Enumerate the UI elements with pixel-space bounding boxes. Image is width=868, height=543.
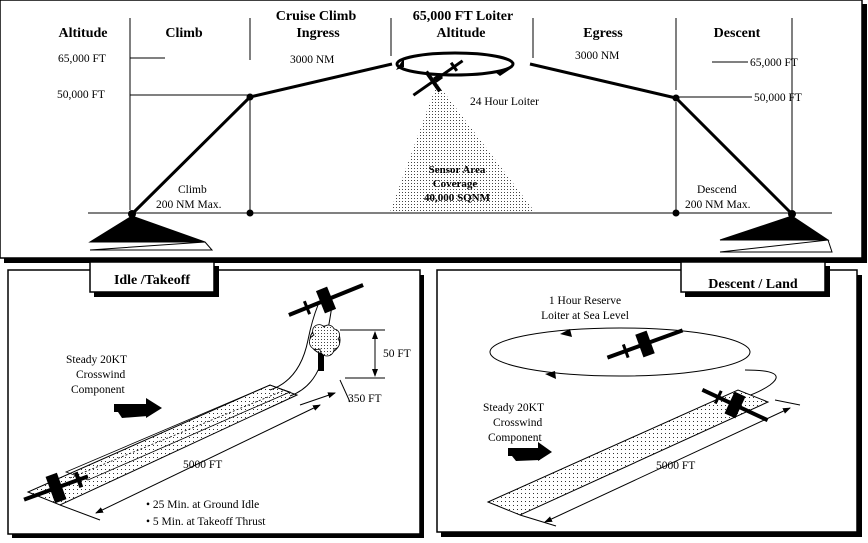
takeoff-note2: • 5 Min. at Takeoff Thrust xyxy=(146,516,266,528)
obstacle-distance: 350 FT xyxy=(348,393,382,405)
landing-wind-line3: Component xyxy=(488,432,542,444)
descend-label-line1: Descend xyxy=(697,184,737,196)
profile-panel: Altitude Climb Cruise Climb Ingress 65,0… xyxy=(0,0,867,263)
takeoff-callout xyxy=(88,215,206,243)
altitude-left-65k: 65,000 FT xyxy=(58,53,106,65)
phase-cruise-line1: Cruise Climb xyxy=(276,9,357,24)
altitude-left-50k: 50,000 FT xyxy=(57,89,105,101)
climbing-aircraft-icon xyxy=(288,283,364,317)
takeoff-wind-line3: Component xyxy=(71,384,125,396)
reserve-loiter-orbit xyxy=(489,327,751,377)
takeoff-wind-line1: Steady 20KT xyxy=(66,354,127,366)
landing-wind-arrow-icon xyxy=(508,442,552,461)
reserve-aircraft-icon xyxy=(606,328,684,360)
waypoints xyxy=(128,93,796,218)
phase-loiter-line1: 65,000 FT Loiter xyxy=(413,9,513,24)
loiter-duration: 24 Hour Loiter xyxy=(470,96,539,108)
sensor-line1: Sensor Area xyxy=(429,164,486,176)
takeoff-tab: Idle /Takeoff xyxy=(114,273,190,288)
loiter-orbit xyxy=(395,51,515,77)
obstacle-height: 50 FT xyxy=(383,348,411,360)
takeoff-wind-line2: Crosswind xyxy=(76,369,125,381)
phase-egress: Egress xyxy=(583,26,623,41)
phase-altitude: Altitude xyxy=(59,26,108,41)
sensor-line2: Coverage xyxy=(433,178,478,190)
landing-wind-line2: Crosswind xyxy=(493,417,542,429)
ingress-distance: 3000 NM xyxy=(290,54,334,66)
descend-label-line2: 200 NM Max. xyxy=(685,199,751,211)
reserve-line2: Loiter at Sea Level xyxy=(541,310,629,322)
takeoff-wind-arrow-icon xyxy=(114,398,162,418)
landing-runway-length: 5000 FT xyxy=(656,460,695,472)
obstacle-tree-icon xyxy=(308,324,341,371)
reserve-line1: 1 Hour Reserve xyxy=(549,295,621,307)
phase-dividers xyxy=(129,18,793,210)
altitude-right-65k: 65,000 FT xyxy=(750,57,798,69)
landing-tab: Descent / Land xyxy=(708,277,798,292)
phase-descent: Descent xyxy=(714,26,761,41)
egress-distance: 3000 NM xyxy=(575,50,619,62)
phase-loiter-line2: Altitude xyxy=(437,26,486,41)
takeoff-panel: Idle /Takeoff 50 FT 350 FT 5000 FT Stead… xyxy=(7,261,424,538)
climb-label-line2: 200 NM Max. xyxy=(156,199,222,211)
takeoff-runway-length: 5000 FT xyxy=(183,459,222,471)
ground-aircraft-icon xyxy=(23,471,89,504)
landing-wind-line1: Steady 20KT xyxy=(483,402,544,414)
loiter-aircraft-icon xyxy=(412,59,464,97)
altitude-right-50k: 50,000 FT xyxy=(754,92,802,104)
phase-climb: Climb xyxy=(165,26,203,41)
climb-label-line1: Climb xyxy=(178,184,207,196)
landing-panel: Descent / Land 1 Hour Reserve Loiter at … xyxy=(436,261,862,537)
landing-callout xyxy=(719,215,830,241)
takeoff-note1: • 25 Min. at Ground Idle xyxy=(146,499,259,511)
sensor-line3: 40,000 SQNM xyxy=(424,192,491,204)
phase-cruise-line2: Ingress xyxy=(296,26,340,41)
sensor-coverage-cone xyxy=(390,83,535,212)
